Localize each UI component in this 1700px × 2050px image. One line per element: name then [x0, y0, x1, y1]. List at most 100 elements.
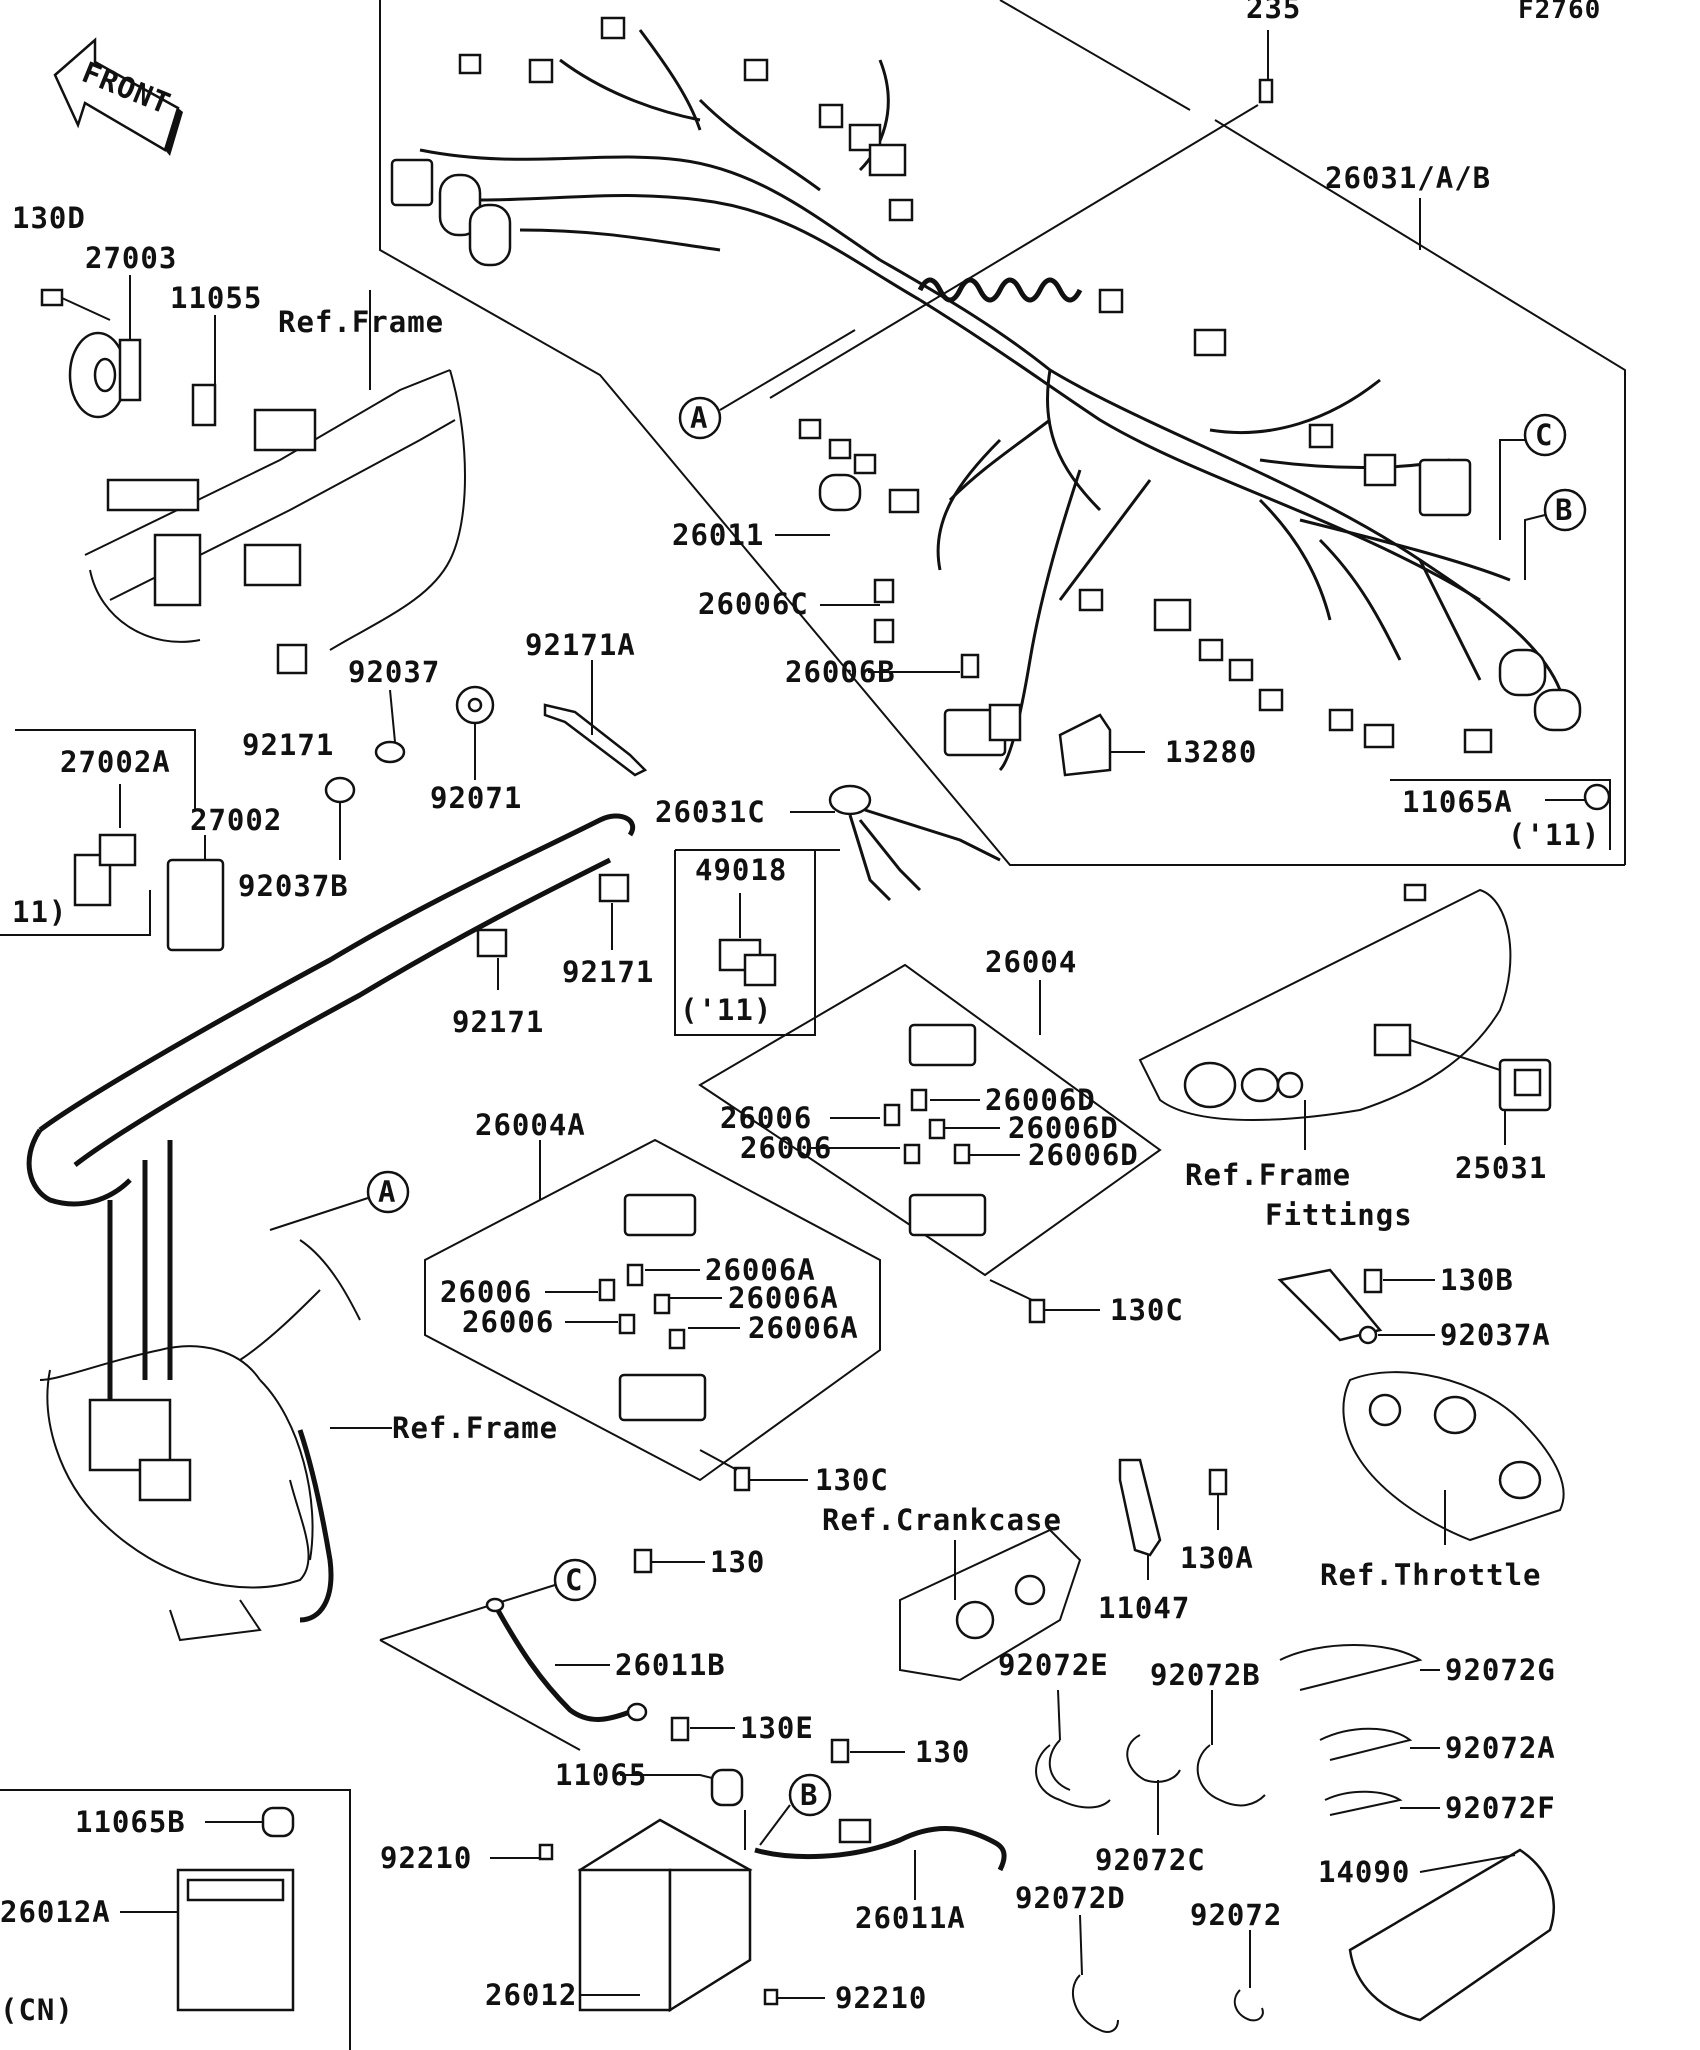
- battery-26012: 26012 11065 92210 92210 130: [380, 1735, 970, 2015]
- label-26031c: 26031C: [655, 795, 766, 829]
- svg-text:C: C: [565, 1563, 583, 1597]
- label-26004: 26004: [985, 945, 1077, 979]
- note-49018: ('11): [680, 993, 772, 1027]
- clamp-92171-c: [476, 928, 508, 958]
- label-26011: 26011: [672, 518, 764, 552]
- frame-fittings: Ref.Frame Fittings: [1138, 883, 1512, 1232]
- label-92171-a: 92171: [242, 728, 334, 762]
- front-arrow-icon: FRONT: [53, 37, 183, 156]
- label-26011a: 26011A: [855, 1901, 966, 1935]
- label-130c-1: 130C: [1110, 1293, 1184, 1327]
- throttle-body: 130B 92037A Ref.Throttle: [1277, 1263, 1565, 1592]
- bracket-13280: 13280: [1058, 713, 1256, 777]
- label-ref-crankcase: Ref.Crankcase: [822, 1503, 1062, 1537]
- label-27003: 27003: [85, 241, 177, 275]
- frame-upper-left: Ref.Frame: [84, 290, 466, 651]
- crankcase: Ref.Crankcase 11047 130A: [822, 1458, 1254, 1682]
- label-26011b: 26011B: [615, 1648, 726, 1682]
- label-ref-frame-1: Ref.Frame: [278, 305, 444, 339]
- fuse-box-26004: 26004 26006 26006D 26006D 26006 26006D: [698, 945, 1162, 1277]
- label-92171-c: 92171: [452, 1005, 544, 1039]
- label-92072e: 92072E: [998, 1648, 1109, 1682]
- label-92072b: 92072B: [1150, 1658, 1261, 1692]
- grommet-92071: 92071: [430, 685, 522, 815]
- clamp-92037: 92037: [348, 655, 440, 764]
- sub-harness-26031c: 26031C: [655, 784, 1001, 902]
- label-92210-1: 92210: [380, 1841, 472, 1875]
- label-11047: 11047: [1098, 1591, 1190, 1625]
- label-11065a: 11065A: [1402, 785, 1513, 819]
- label-92037b: 92037B: [238, 869, 349, 903]
- label-49018: 49018: [695, 853, 787, 887]
- label-92072f: 92072F: [1445, 1791, 1556, 1825]
- callout-a-upper: A: [678, 329, 856, 440]
- label-92072c: 92072C: [1095, 1843, 1206, 1877]
- label-26006d-3: 26006D: [1028, 1138, 1139, 1172]
- bolt-130c-1: 130C: [989, 1279, 1184, 1327]
- cover-14090: 14090: [1318, 1848, 1555, 2022]
- box-49018: 49018 ('11): [674, 849, 840, 1036]
- figure-code: F2760: [1518, 0, 1601, 25]
- fuse-box-26004a: 26004A 26006 26006A 26006A 26006 26006A: [424, 1108, 881, 1482]
- label-130-1: 130: [710, 1545, 765, 1579]
- label-26006c: 26006C: [698, 587, 809, 621]
- label-26006d-2: 26006D: [1008, 1111, 1119, 1145]
- callout-a-lower: A: [269, 1170, 410, 1231]
- svg-text:B: B: [1555, 493, 1573, 527]
- label-26006b: 26006B: [785, 655, 896, 689]
- clamp-92072b: 92072B: [1150, 1658, 1266, 1807]
- main-harness-box: [379, 0, 1626, 866]
- label-130a: 130A: [1180, 1541, 1254, 1575]
- label-92037: 92037: [348, 655, 440, 689]
- label-130e: 130E: [740, 1711, 814, 1745]
- label-130c-2: 130C: [815, 1463, 889, 1497]
- label-27002: 27002: [190, 803, 282, 837]
- callout-c-upper: C: [1499, 413, 1567, 540]
- clamp-92072: 92072: [1190, 1898, 1281, 2022]
- label-11055: 11055: [170, 281, 262, 315]
- label-26006-1: 26006: [720, 1101, 812, 1135]
- battery-cable-26011b: C 26011B 130 130E: [379, 1545, 814, 1751]
- note-left-11: 11): [12, 895, 67, 929]
- label-26006a-3: 26006A: [748, 1311, 859, 1345]
- svg-text:A: A: [378, 1175, 396, 1209]
- label-130d: 130D: [12, 201, 86, 235]
- callout-b-upper: B: [1524, 488, 1587, 580]
- label-26006d-1: 26006D: [985, 1083, 1096, 1117]
- clamp-92072a: 92072A: [1319, 1727, 1556, 1765]
- clamp-92072e: 92072E: [998, 1648, 1111, 1809]
- label-25031: 25031: [1455, 1151, 1547, 1185]
- label-26031-a-b: 26031/A/B: [1325, 161, 1491, 195]
- clamp-92072d: 92072D: [1015, 1881, 1125, 2033]
- svg-text:C: C: [1535, 418, 1553, 452]
- label-92210-2: 92210: [835, 1981, 927, 2015]
- label-92171-b: 92171: [562, 955, 654, 989]
- label-11065: 11065: [555, 1758, 647, 1792]
- label-92037a: 92037A: [1440, 1318, 1551, 1352]
- svg-text:B: B: [800, 1778, 818, 1812]
- label-ref-frame-fittings-1: Ref.Frame: [1185, 1158, 1351, 1192]
- label-26006a-1: 26006A: [705, 1253, 816, 1287]
- label-92072a: 92072A: [1445, 1731, 1556, 1765]
- clamp-92171-b: [598, 873, 630, 903]
- bolt-130c-2: 130C: [699, 1449, 889, 1497]
- label-26012: 26012: [485, 1978, 577, 2012]
- label-26006-3: 26006: [440, 1275, 532, 1309]
- label-ref-throttle: Ref.Throttle: [1320, 1558, 1542, 1592]
- bolt-235: 235: [769, 0, 1300, 399]
- switch-25031: 25031: [1409, 1039, 1552, 1185]
- clamp-92072c: 92072C: [1095, 1734, 1206, 1877]
- label-ref-frame-fittings-2: Fittings: [1265, 1198, 1413, 1232]
- cn-battery-box: 11065B 26012A (CN): [0, 1789, 351, 2050]
- label-26012a: 26012A: [0, 1895, 111, 1929]
- label-26004a: 26004A: [475, 1108, 586, 1142]
- label-130-2: 130: [915, 1735, 970, 1769]
- horn-assembly: 130D 27003 11055: [12, 201, 262, 427]
- label-26006-4: 26006: [462, 1305, 554, 1339]
- label-26006a-2: 26006A: [728, 1281, 839, 1315]
- relay-group-left: 27002A 27002 92037B 11): [0, 729, 356, 952]
- clamp-92171-a: [276, 643, 308, 675]
- label-92071: 92071: [430, 781, 522, 815]
